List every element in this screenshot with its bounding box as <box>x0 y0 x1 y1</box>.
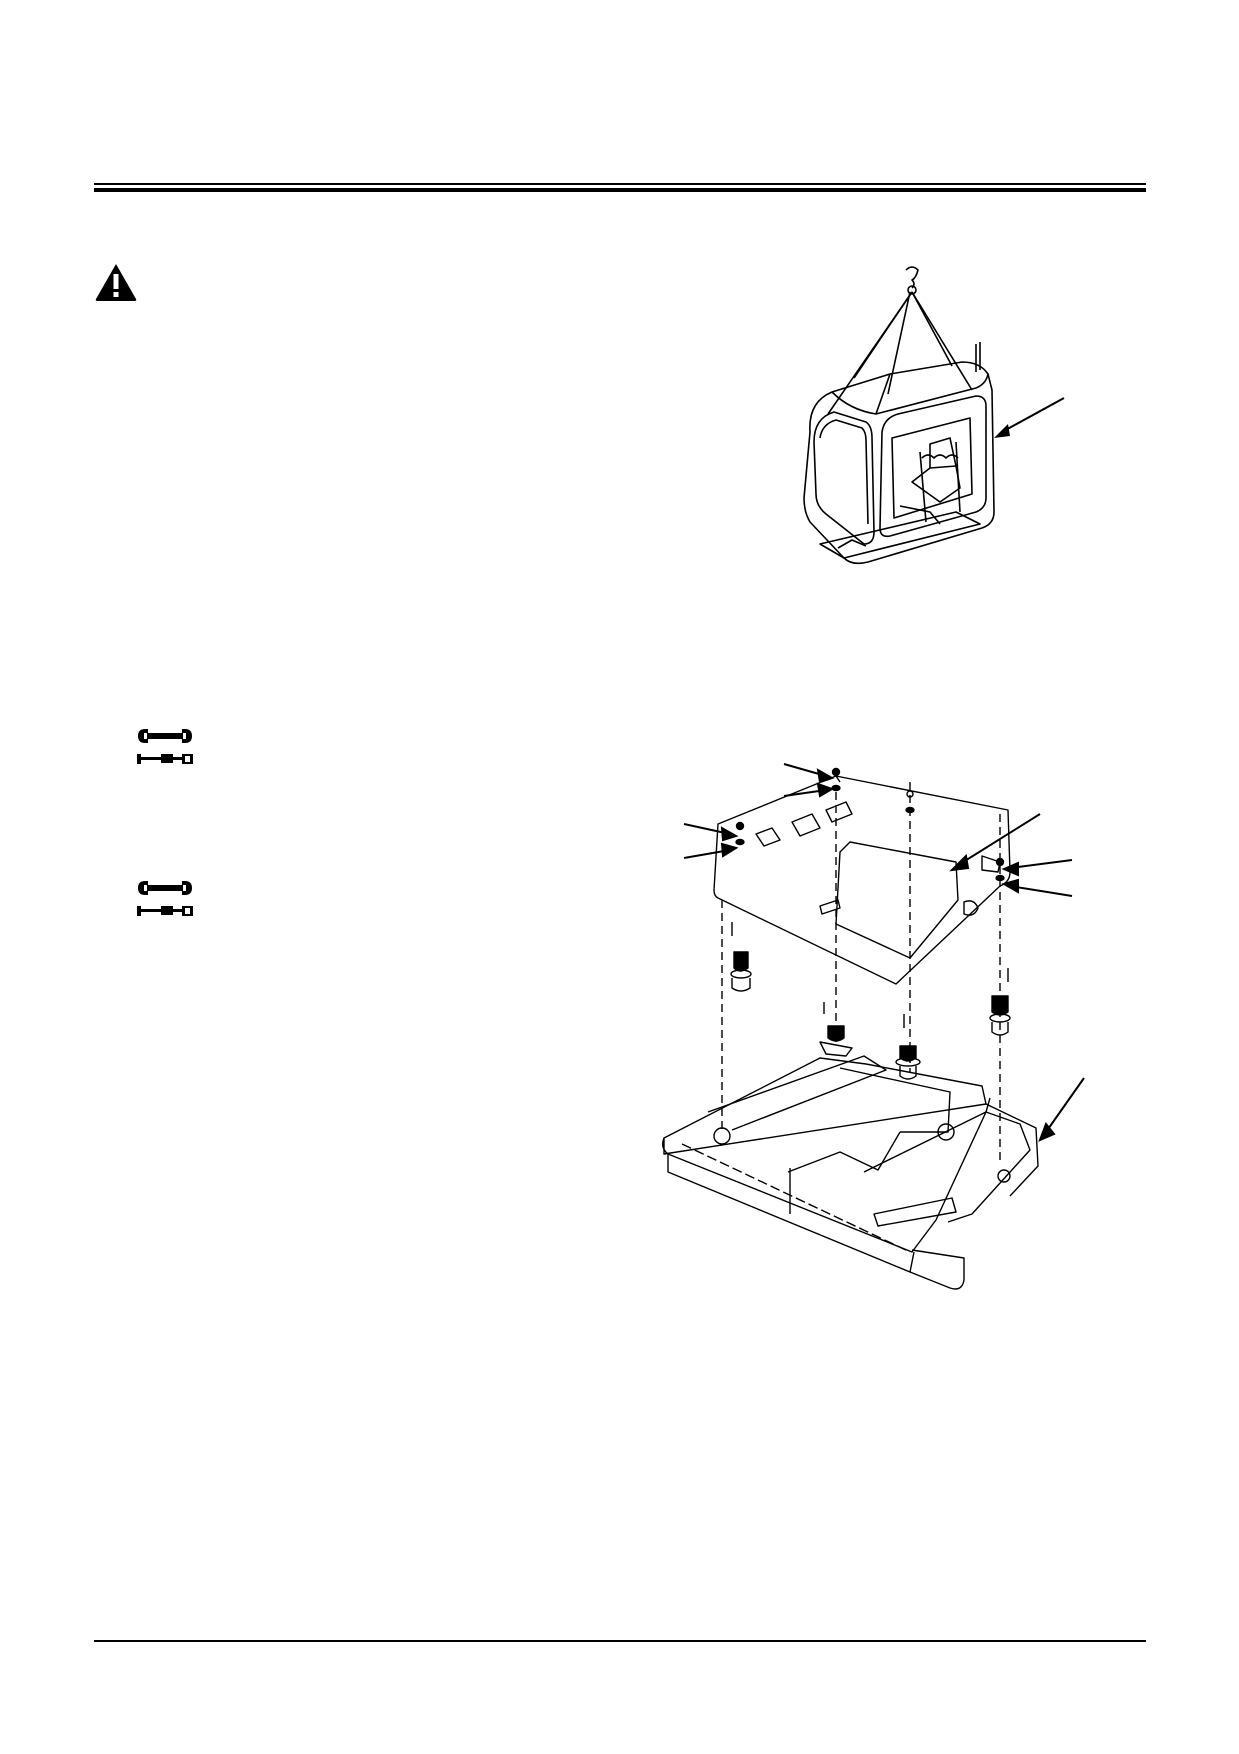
torque-wrench-icon <box>137 754 193 764</box>
header-rule-bottom <box>94 188 1146 192</box>
torque-wrench-icon <box>137 906 193 916</box>
wrench-icon <box>138 881 192 895</box>
footer-rule <box>94 1640 1146 1642</box>
cab-lift-figure <box>803 266 1065 565</box>
header-rule-top <box>94 183 1146 185</box>
wrench-icon <box>138 729 192 743</box>
cab-mount-exploded-figure <box>661 763 1085 1290</box>
warning-triangle-icon <box>95 264 137 301</box>
